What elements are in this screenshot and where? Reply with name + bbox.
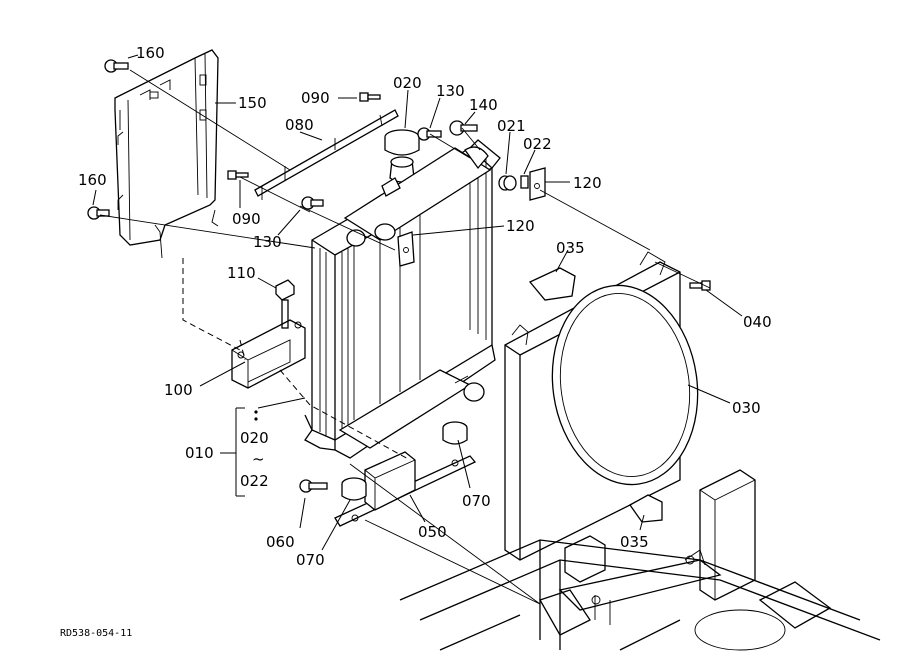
callout-160-lower: 160 [78,171,107,189]
bolt-090-upper [359,92,381,102]
callout-030: 030 [732,399,761,417]
bolt-130-upper [417,127,442,141]
drawing-reference-code: RD538-054-11 [60,628,132,639]
fan-shroud-030 [504,251,699,561]
stay-100 [231,319,306,389]
upper-tank [343,146,492,247]
callout-120-upper: 120 [573,174,602,192]
callout-130-upper: 130 [436,82,465,100]
bolt-110 [275,279,295,329]
callout-160-upper: 160 [136,44,165,62]
callout-060: 060 [266,533,295,551]
callout-020-upper: 020 [393,74,422,92]
callout-021: 021 [497,117,526,135]
bolt-160-lower [87,206,110,220]
callout-130-lower: 130 [253,233,282,251]
lower-tank [338,369,485,449]
callout-labels: 160 150 090 080 020 130 140 021 022 120 … [60,44,772,639]
callout-022-upper: 022 [523,135,552,153]
seal-035-upper [528,267,576,301]
callout-022-range: 022 [240,472,269,490]
callout-090-upper: 090 [301,89,330,107]
callout-040: 040 [743,313,772,331]
callout-080: 080 [285,116,314,134]
callout-070-right: 070 [462,492,491,510]
support-050 [334,451,477,527]
stay-080 [254,109,399,200]
bushing-021 [498,175,517,191]
leader-lines [92,54,743,551]
rubber-070-right [442,421,468,445]
callout-010: 010 [185,444,214,462]
rubber-070-left [341,477,367,501]
callout-120-lower: 120 [506,217,535,235]
seal-035-lower [629,494,663,523]
bolt-040 [689,280,711,291]
callout-070-left: 070 [296,551,325,569]
range-tilde: ~ [252,450,265,468]
bracket-120-upper [529,167,546,201]
callout-020-range: 020 [240,429,269,447]
callout-035-upper: 035 [556,239,585,257]
callout-090-lower: 090 [232,210,261,228]
bolt-130-lower [301,196,324,210]
callout-110: 110 [227,264,256,282]
bolt-160-upper [104,59,129,73]
callout-050: 050 [418,523,447,541]
bolt-090-lower [227,170,249,180]
bracket-150 [114,49,219,259]
bracket-120-lower [397,231,415,267]
assembly-lines [99,69,711,605]
callout-150: 150 [238,94,267,112]
bolt-140 [449,120,478,136]
bolt-060 [299,479,328,493]
callout-100: 100 [164,381,193,399]
callout-035-lower: 035 [620,533,649,551]
washer-022 [520,175,529,189]
callout-140: 140 [469,96,498,114]
